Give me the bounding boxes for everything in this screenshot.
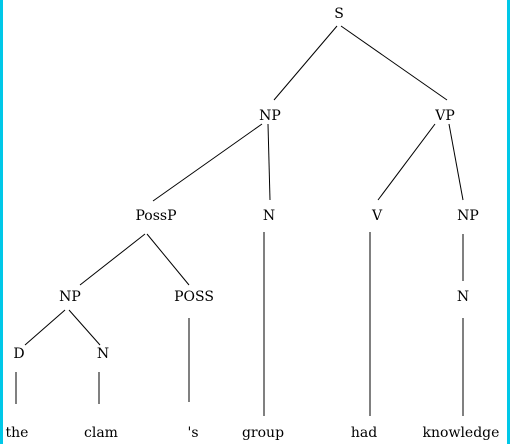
word-s: 's	[187, 425, 198, 441]
edge-np-d	[24, 309, 66, 346]
edge-np-n3	[68, 309, 101, 346]
word-clam: clam	[84, 425, 118, 441]
node-vp: VP	[434, 108, 455, 124]
node-np-object: NP	[457, 208, 479, 224]
word-group: group	[242, 425, 284, 441]
edge-s-np	[273, 25, 338, 101]
node-n-possessor: N	[97, 346, 109, 362]
node-poss: POSS	[174, 289, 214, 305]
tree-nodes: S NP VP PossP N V NP NP POSS N D N	[13, 6, 478, 362]
word-the: the	[6, 425, 29, 441]
node-possp: PossP	[135, 208, 176, 224]
tree-edges	[15, 25, 464, 416]
edge-np-n	[267, 123, 271, 201]
edge-vp-np	[448, 123, 464, 201]
node-d: D	[13, 346, 24, 362]
node-v: V	[371, 208, 383, 224]
node-n-object: N	[457, 289, 469, 305]
edge-np-possp	[152, 123, 263, 202]
word-knowledge: knowledge	[423, 425, 500, 441]
tree-words: the clam 's group had knowledge	[6, 425, 500, 441]
edge-possp-poss	[146, 233, 190, 286]
node-n: N	[263, 208, 275, 224]
left-frame-border	[0, 0, 3, 444]
edge-s-vp	[340, 25, 448, 101]
node-np: NP	[259, 108, 281, 124]
node-s: S	[334, 6, 344, 22]
right-frame-border	[507, 0, 510, 444]
edge-possp-np	[79, 233, 146, 286]
word-had: had	[351, 425, 377, 441]
node-np-possessor: NP	[59, 289, 81, 305]
edge-vp-v	[377, 123, 436, 201]
